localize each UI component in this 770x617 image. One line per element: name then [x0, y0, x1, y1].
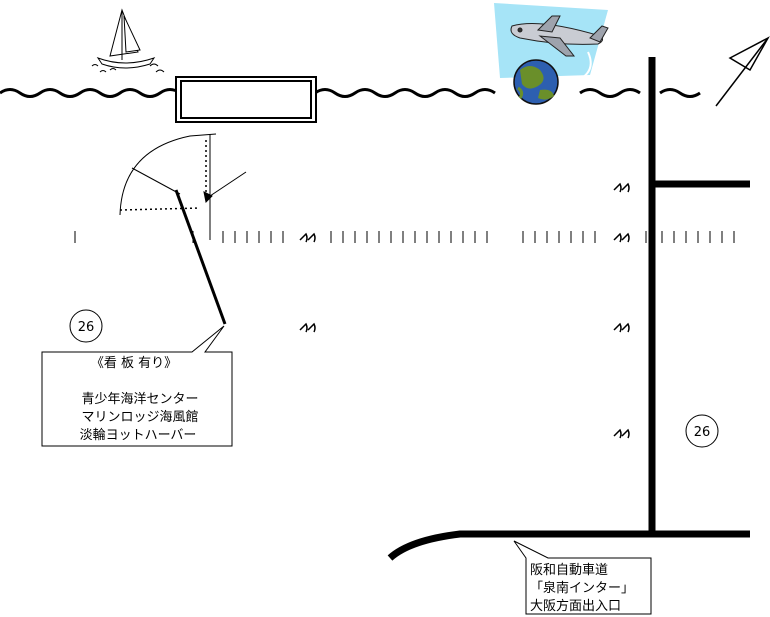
route-badge-label: 26 — [78, 320, 95, 335]
marina-outline — [119, 133, 247, 240]
bottom-road — [387, 530, 750, 561]
coastline-left — [0, 88, 181, 98]
access-road — [174, 189, 227, 325]
route-badge-label: 26 — [694, 425, 711, 440]
airplane-globe-illustration — [494, 3, 609, 105]
expressway-callout-line: 大阪方面出入口 — [530, 598, 621, 614]
globe-icon — [513, 59, 559, 105]
break-mark — [613, 182, 630, 193]
flight-path-line — [559, 51, 592, 87]
signboard-callout: 《看 板 有り》 青少年海洋センター マリンロッジ海風館 淡輪ヨットハーバー — [41, 325, 233, 447]
route-badge: 26 — [69, 309, 103, 343]
coastline-right — [579, 88, 701, 98]
expressway-callout-line: 阪和自動車道 — [530, 563, 608, 578]
break-mark — [613, 322, 630, 333]
sailboat-icon — [91, 8, 165, 73]
coastline-middle — [314, 88, 496, 98]
break-marks — [299, 182, 630, 439]
railway-line — [74, 231, 735, 243]
break-mark — [299, 232, 316, 243]
pier-block — [175, 76, 317, 123]
break-mark — [299, 322, 316, 333]
signboard-callout-title: 《看 板 有り》 — [91, 355, 177, 371]
signboard-callout-line: マリンロッジ海風館 — [81, 410, 198, 425]
north-arrow-icon — [715, 36, 770, 107]
route-badge: 26 — [685, 414, 719, 448]
expressway-callout: 阪和自動車道 「泉南インター」 大阪方面出入口 — [513, 540, 652, 615]
break-mark — [613, 428, 630, 439]
signboard-callout-line: 青少年海洋センター — [81, 392, 198, 407]
signboard-callout-line: 淡輪ヨットハーバー — [80, 427, 197, 443]
airplane-icon — [510, 15, 609, 57]
break-mark — [613, 232, 630, 243]
expressway-callout-line: 「泉南インター」 — [530, 580, 634, 596]
